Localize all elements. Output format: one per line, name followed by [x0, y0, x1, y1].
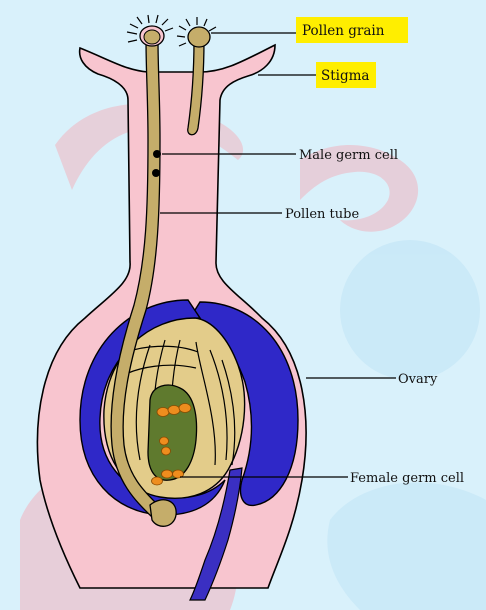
label-female-germ-cell: Female germ cell: [350, 471, 464, 486]
polar-nucleus: [162, 447, 171, 455]
male-germ-cell: [152, 169, 160, 177]
antipodal-cell: [179, 404, 191, 413]
antipodal-cell: [157, 408, 169, 417]
antipodal-cell: [168, 406, 180, 415]
egg-cell: [162, 470, 173, 478]
label-pollen-tube: Pollen tube: [285, 207, 359, 222]
label-ovary: Ovary: [398, 372, 438, 387]
watermark-blob-1: [340, 240, 480, 380]
label-pollen-grain: Pollen grain: [302, 23, 385, 39]
label-male-germ-cell: Male germ cell: [299, 148, 398, 163]
male-germ-cell: [153, 150, 161, 158]
pollen-grain-right: [177, 17, 216, 47]
label-stigma: Stigma: [321, 68, 369, 84]
pollen-grain-left: [127, 15, 173, 46]
pollen-tube-tip: [150, 500, 176, 527]
embryo-sac: [148, 385, 197, 480]
polar-nucleus: [160, 437, 169, 445]
watermark-blob-3: [327, 483, 486, 610]
synergid-cell: [152, 477, 163, 485]
